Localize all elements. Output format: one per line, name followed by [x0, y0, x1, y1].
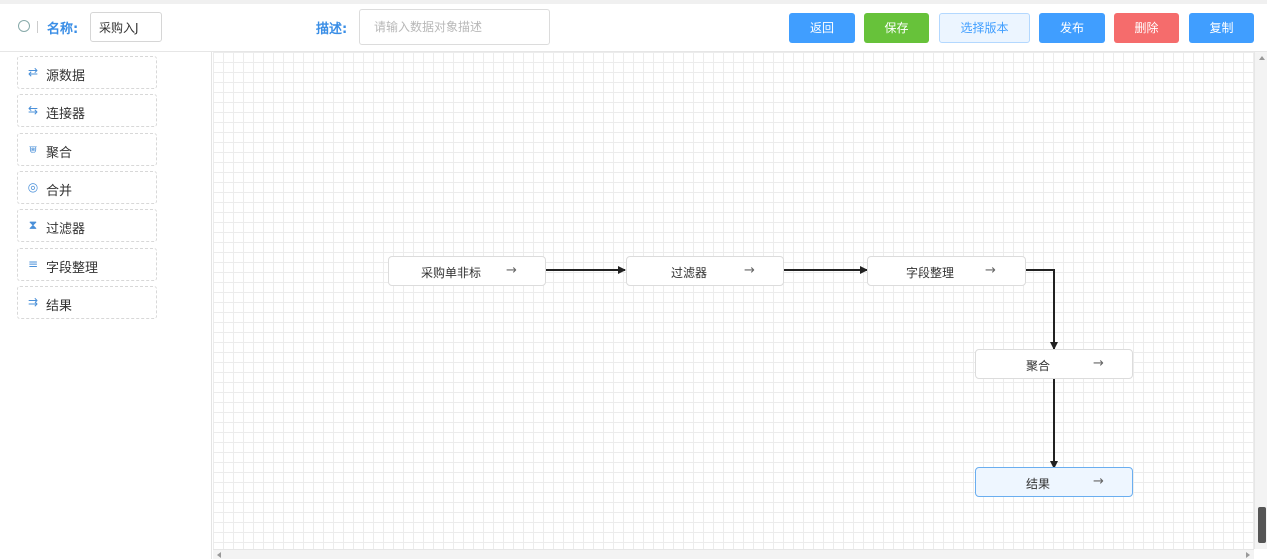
flow-edges: [546, 266, 1058, 469]
palette-item-label: 过滤器: [46, 222, 86, 237]
palette-item-label: 连接器: [46, 107, 86, 122]
copy-button[interactable]: 复制: [1189, 13, 1254, 43]
palette-item-aggregate[interactable]: ⩐ 聚合: [17, 133, 157, 166]
scroll-up-icon[interactable]: [1259, 56, 1265, 60]
node-label: 过滤器: [671, 266, 708, 280]
merge-icon: ◎: [27, 180, 39, 194]
scroll-left-icon[interactable]: [217, 552, 221, 558]
scrollbar-thumb[interactable]: [1258, 507, 1266, 543]
aggregate-icon: ⩐: [29, 142, 37, 156]
edge-field-arrange-to-aggregate[interactable]: [1026, 269, 1058, 350]
flow-node-result[interactable]: 结果 →: [975, 467, 1133, 497]
delete-button[interactable]: 删除: [1114, 13, 1179, 43]
flow-canvas[interactable]: 采购单非标 → 过滤器 → 字段整理 → 聚合 → 结果 →: [213, 52, 1254, 549]
publish-button[interactable]: 发布: [1039, 13, 1105, 43]
back-button[interactable]: 返回: [789, 13, 855, 43]
palette-item-filter[interactable]: ⧗ 过滤器: [17, 209, 157, 242]
node-label: 采购单非标: [421, 266, 482, 280]
palette-item-label: 源数据: [46, 69, 86, 84]
arrow-right-icon[interactable]: →: [985, 263, 996, 278]
palette-item-label: 结果: [46, 299, 73, 314]
search-icon[interactable]: [18, 20, 30, 32]
source-data-icon: ⇄: [27, 65, 39, 79]
scroll-right-icon[interactable]: [1246, 552, 1250, 558]
arrow-right-icon[interactable]: →: [1093, 356, 1104, 371]
name-input[interactable]: [90, 12, 162, 42]
name-label: 名称:: [47, 22, 79, 37]
flow-node-filter[interactable]: 过滤器 →: [626, 256, 784, 286]
flow-node-source[interactable]: 采购单非标 →: [388, 256, 546, 286]
palette-item-field-arrange[interactable]: ≡ 字段整理: [17, 248, 157, 281]
filter-icon: ⧗: [28, 218, 38, 232]
field-arrange-icon: ≡: [27, 257, 39, 271]
component-palette: ⇄ 源数据 ⇆ 连接器 ⩐ 聚合 ◎ 合并 ⧗ 过滤器 ≡ 字段整理 ⇉ 结果: [0, 52, 212, 559]
select-version-button[interactable]: 选择版本: [939, 13, 1030, 43]
flow-node-aggregate[interactable]: 聚合 →: [975, 349, 1133, 379]
arrow-right-icon[interactable]: →: [1093, 474, 1104, 489]
palette-item-result[interactable]: ⇉ 结果: [17, 286, 157, 319]
description-label: 描述:: [316, 22, 348, 37]
palette-item-label: 合并: [46, 184, 73, 199]
save-button[interactable]: 保存: [864, 13, 929, 43]
result-icon: ⇉: [27, 295, 39, 309]
connector-icon: ⇆: [27, 103, 39, 117]
flow-node-field-arrange[interactable]: 字段整理 →: [867, 256, 1026, 286]
vertical-scrollbar[interactable]: [1254, 52, 1267, 549]
toolbar: 名称: 描述: 返回 保存 选择版本 发布 删除 复制: [0, 0, 1267, 52]
palette-item-label: 聚合: [46, 146, 73, 161]
palette-item-source-data[interactable]: ⇄ 源数据: [17, 56, 157, 89]
palette-item-merge[interactable]: ◎ 合并: [17, 171, 157, 204]
arrow-right-icon[interactable]: →: [506, 263, 517, 278]
description-input[interactable]: [359, 9, 550, 45]
node-label: 字段整理: [906, 266, 955, 280]
node-label: 结果: [1026, 477, 1051, 491]
node-label: 聚合: [1026, 359, 1051, 373]
palette-item-label: 字段整理: [46, 261, 99, 276]
palette-item-connector[interactable]: ⇆ 连接器: [17, 94, 157, 127]
arrow-right-icon[interactable]: →: [744, 263, 755, 278]
divider: [37, 21, 38, 33]
horizontal-scrollbar[interactable]: [213, 549, 1254, 559]
